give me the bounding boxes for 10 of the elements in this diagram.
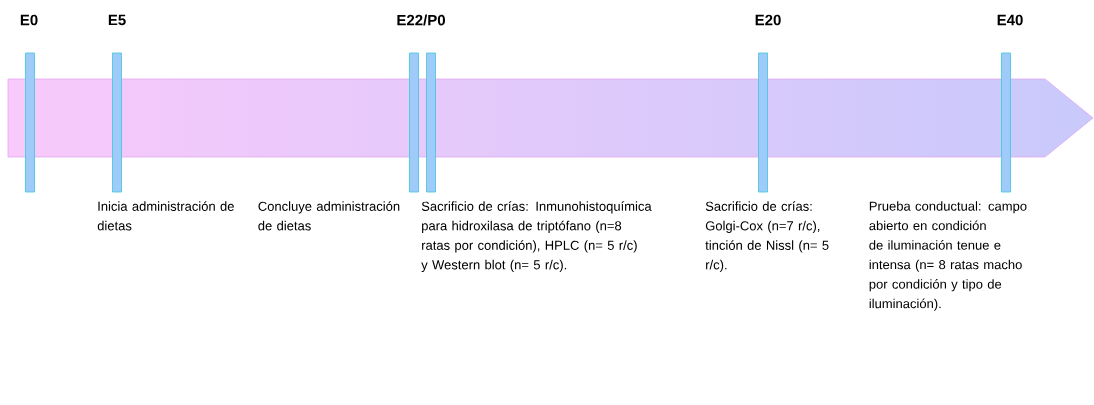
stage-label: E40 xyxy=(997,14,1023,26)
stage-label: E5 xyxy=(108,14,126,26)
event-description: Concluye administración de dietas xyxy=(258,201,400,231)
stage-label: E20 xyxy=(755,14,781,26)
event-description: Sacrificio de crías: Inmunohistoquímica para hidroxilasa de triptófano (n=8 ratas por condición), HPLC (n= 5 r/c) y Western blot (n= 5 r/c). xyxy=(421,201,652,272)
stage-label: E22/P0 xyxy=(397,14,445,26)
event-description: Sacrificio de crías: Golgi-Cox (n=7 r/c), tinción de Nissl (n= 5 r/c). xyxy=(705,201,829,272)
event-description: Prueba conductual: campo abierto en condición de iluminación tenue e intensa (n= 8 ratas macho por condición y tipo de iluminación). xyxy=(869,201,1027,311)
event-description: Inicia administración de dietas xyxy=(97,201,234,231)
stage-label: E0 xyxy=(20,14,38,26)
